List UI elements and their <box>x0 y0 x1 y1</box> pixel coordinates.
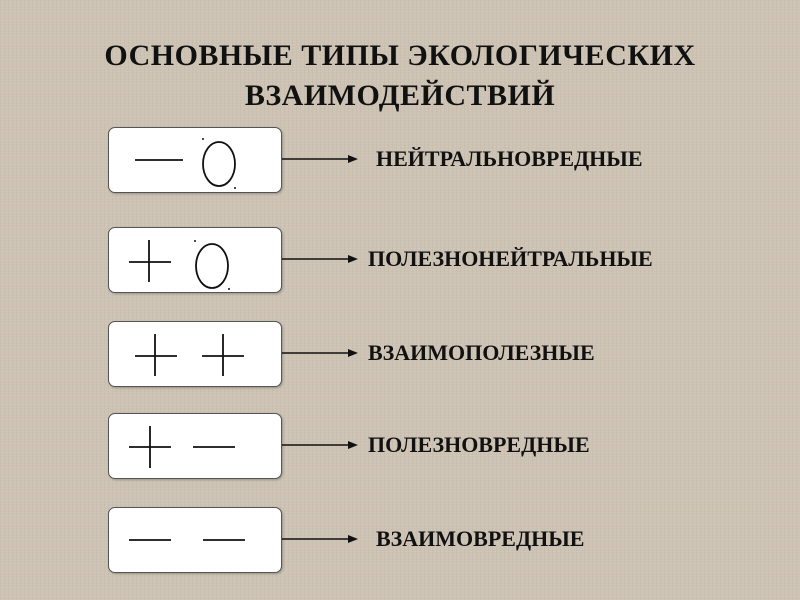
interaction-label: НЕЙТРАЛЬНОВРЕДНЫЕ <box>376 146 643 171</box>
symbol-pair <box>129 240 230 290</box>
title-line-2: ВЗАИМОДЕЙСТВИЙ <box>244 79 556 112</box>
interaction-label: ПОЛЕЗНОВРЕДНЫЕ <box>368 432 590 457</box>
plus-icon <box>129 240 171 282</box>
arrow-icon <box>282 349 358 357</box>
interaction-row-neutral-harmful: НЕЙТРАЛЬНОВРЕДНЫЕ <box>0 127 800 193</box>
plus-icon <box>135 334 177 376</box>
title-line-1: ОСНОВНЫЕ ТИПЫ ЭКОЛОГИЧЕСКИХ <box>104 39 696 72</box>
arrow-icon <box>282 535 358 543</box>
interaction-label: ПОЛЕЗНОНЕЙТРАЛЬНЫЕ <box>368 246 653 271</box>
symbol-pair <box>129 539 245 541</box>
plus-icon <box>202 334 244 376</box>
zero-icon <box>194 240 230 290</box>
symbol-pair <box>129 426 235 468</box>
interaction-row-mutual-harmful: ВЗАИМОВРЕДНЫЕ <box>0 507 800 573</box>
arrow-icon <box>282 255 358 263</box>
interaction-row-mutual-beneficial: ВЗАИМОПОЛЕЗНЫЕ <box>0 321 800 387</box>
symbol-pair <box>135 138 236 189</box>
symbol-box <box>108 227 282 293</box>
symbol-box <box>108 413 282 479</box>
interaction-label: ВЗАИМОВРЕДНЫЕ <box>376 526 585 551</box>
interaction-label: ВЗАИМОПОЛЕЗНЫЕ <box>368 340 595 365</box>
arrow-icon <box>282 155 358 163</box>
symbol-pair <box>135 334 244 376</box>
plus-icon <box>129 426 171 468</box>
interaction-row-beneficial-neutral: ПОЛЕЗНОНЕЙТРАЛЬНЫЕ <box>0 227 800 293</box>
arrow-icon <box>282 441 358 449</box>
zero-icon <box>202 138 236 189</box>
symbol-box <box>108 507 282 573</box>
symbol-box <box>108 321 282 387</box>
symbol-box <box>108 127 282 193</box>
page-title: ОСНОВНЫЕ ТИПЫ ЭКОЛОГИЧЕСКИХ ВЗАИМОДЕЙСТВ… <box>0 36 800 116</box>
interaction-row-beneficial-harmful: ПОЛЕЗНОВРЕДНЫЕ <box>0 413 800 479</box>
